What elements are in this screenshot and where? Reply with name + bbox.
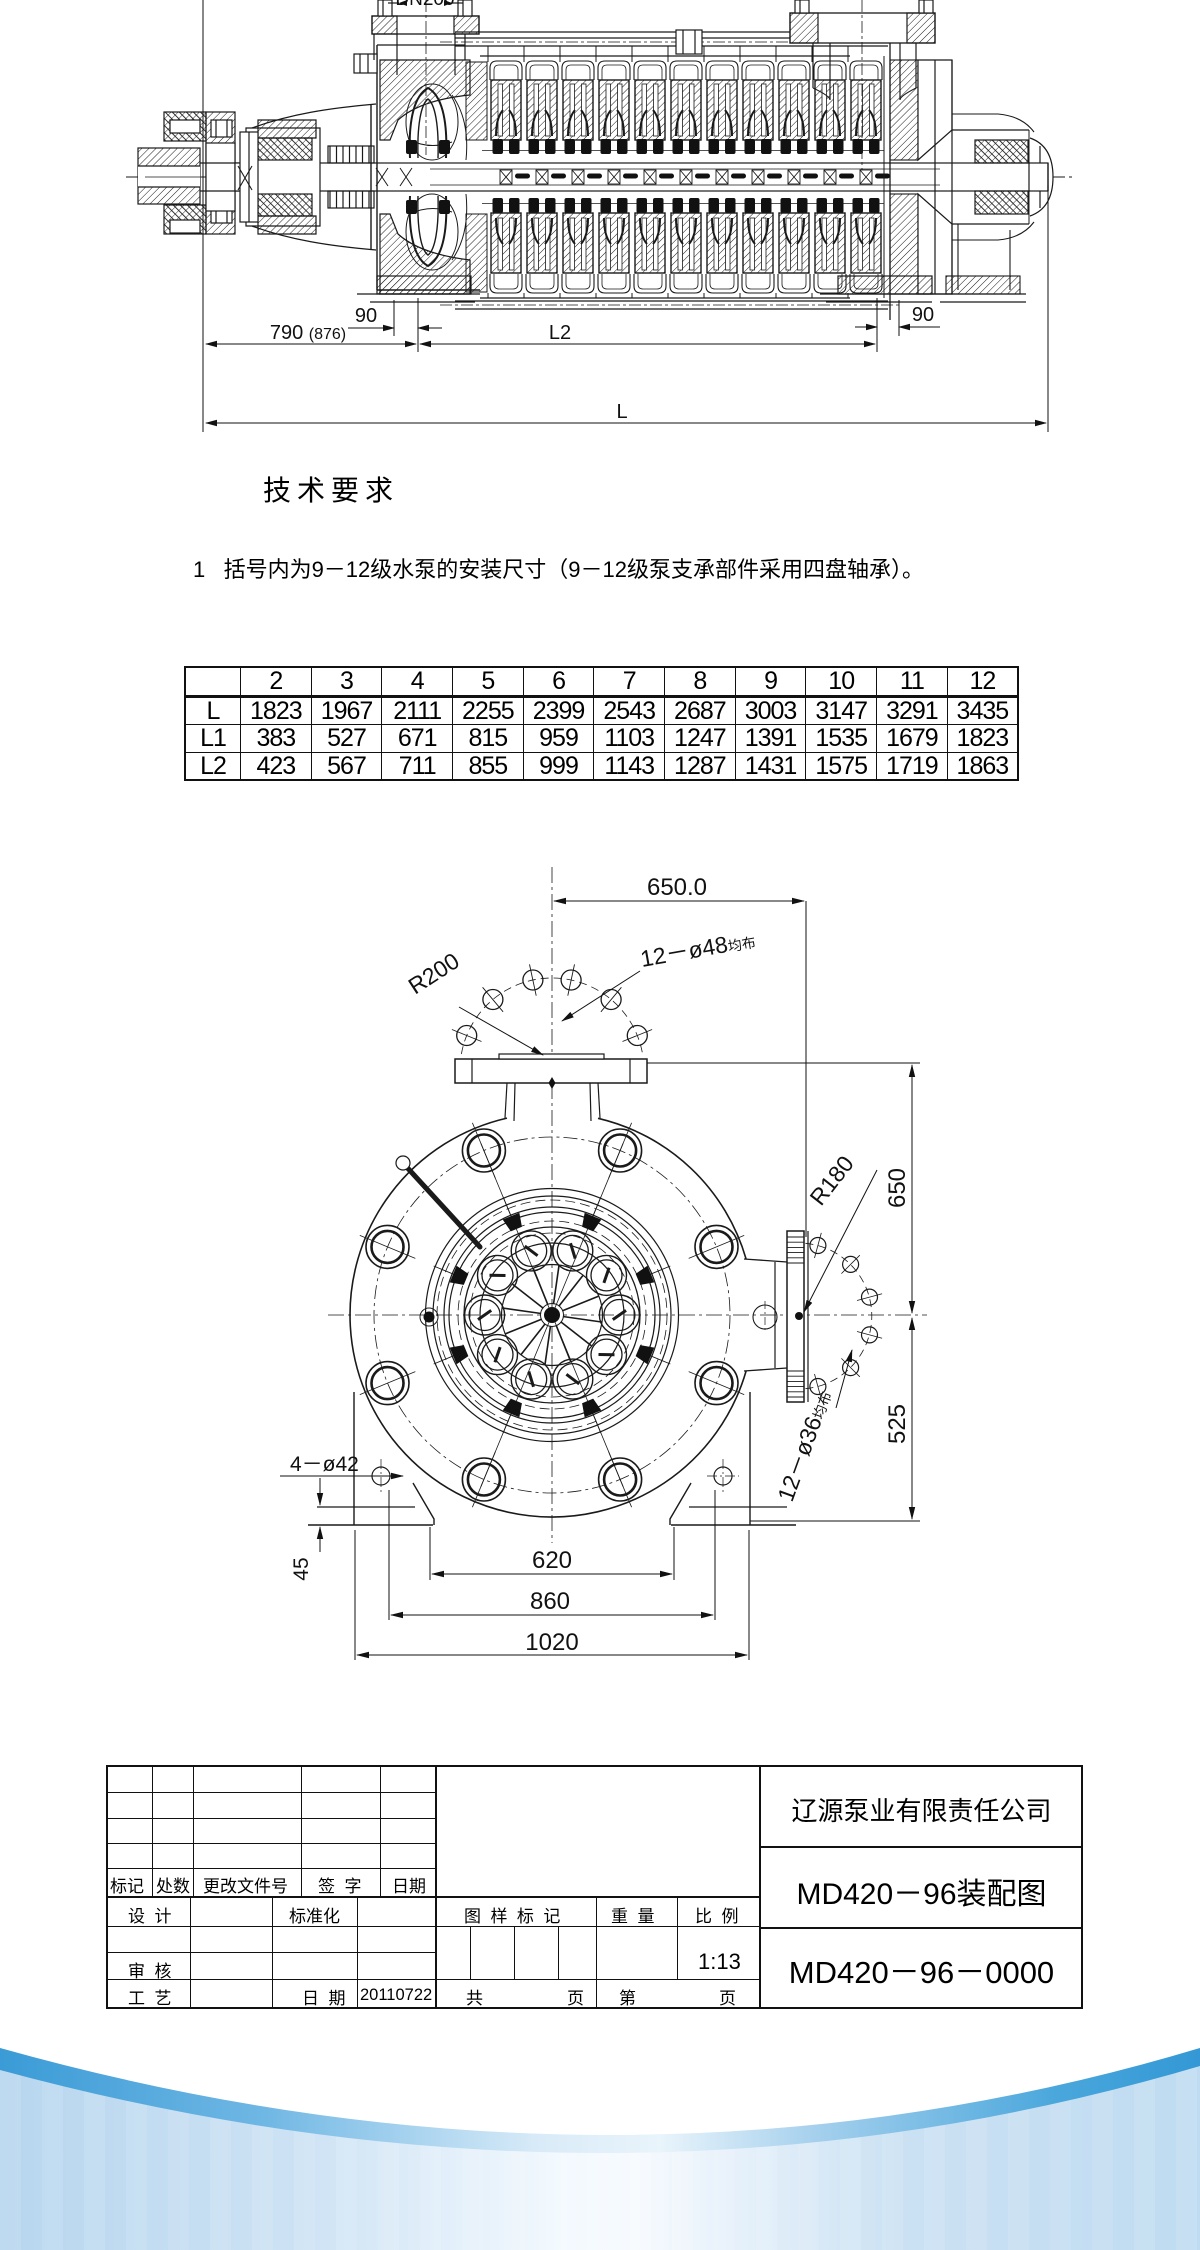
svg-text:1020: 1020	[525, 1629, 578, 1656]
svg-text:R200: R200	[404, 947, 464, 999]
svg-text:620: 620	[532, 1547, 572, 1574]
svg-text:4－ø42: 4－ø42	[290, 1453, 359, 1476]
svg-text:860: 860	[530, 1588, 570, 1615]
svg-text:650: 650	[884, 1168, 911, 1208]
svg-text:45: 45	[290, 1557, 313, 1580]
svg-text:790 (876): 790 (876)	[270, 322, 346, 344]
svg-text:525: 525	[884, 1404, 911, 1444]
svg-text:12－ø36均布: 12－ø36均布	[772, 1387, 836, 1505]
svg-text:90: 90	[355, 305, 377, 327]
svg-text:DN200: DN200	[395, 0, 454, 10]
svg-text:L2: L2	[549, 322, 571, 344]
svg-text:L: L	[616, 401, 627, 423]
svg-text:R180: R180	[804, 1151, 858, 1210]
svg-text:90: 90	[912, 304, 934, 326]
svg-text:12－ø48均布: 12－ø48均布	[638, 926, 757, 972]
svg-text:650.0: 650.0	[647, 874, 707, 901]
